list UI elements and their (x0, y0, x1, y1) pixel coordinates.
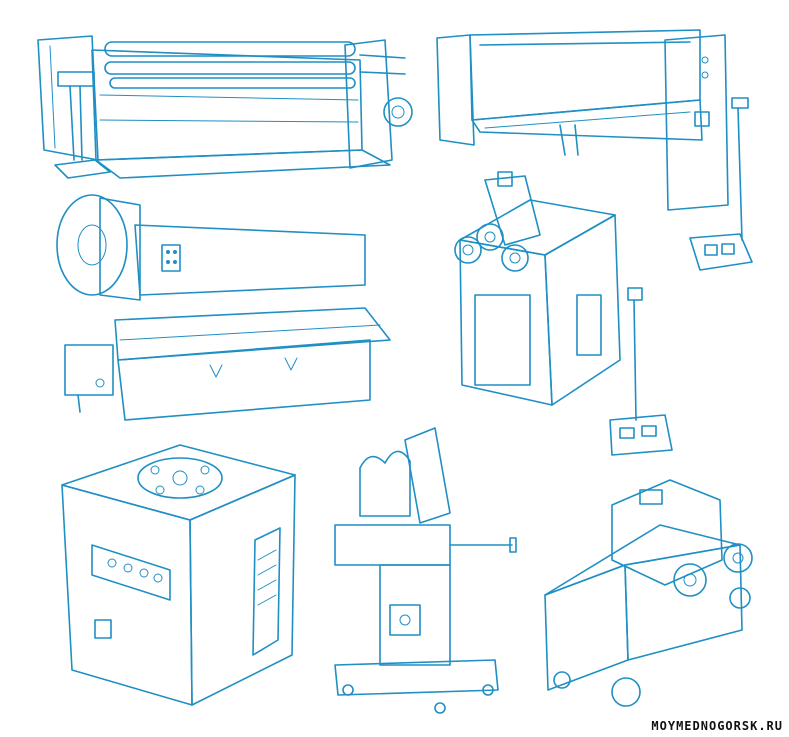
profile-bending-machine (454, 171, 673, 456)
watermark-text: MOYMEDNOGORSK.RU (651, 719, 783, 733)
guillotine-shear (56, 194, 391, 421)
rebar-cutting-machine (544, 479, 753, 707)
ironworker-punch-machine (334, 427, 517, 714)
plate-rolling-machine (37, 35, 413, 179)
sheet-bending-machine (436, 29, 753, 271)
rebar-bending-machine (61, 444, 296, 706)
